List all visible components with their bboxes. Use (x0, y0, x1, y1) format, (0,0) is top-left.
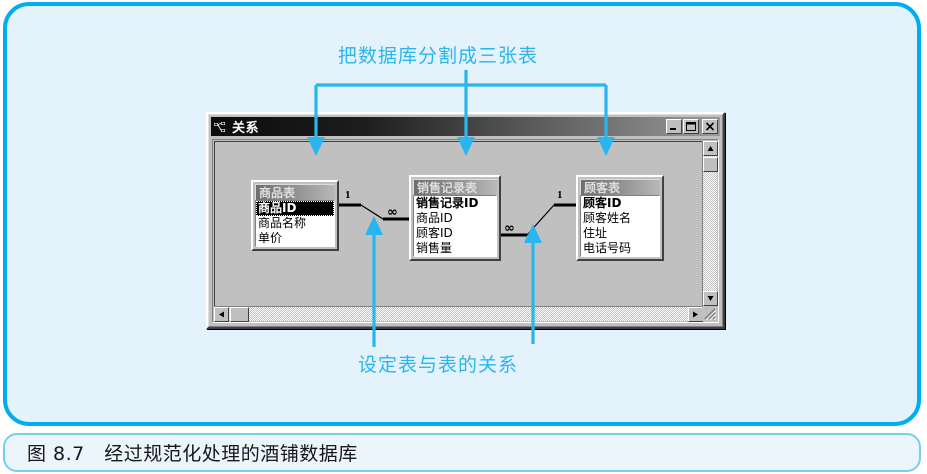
table-title[interactable]: 商品表 (255, 184, 335, 200)
scroll-down-arrow[interactable] (703, 291, 718, 306)
minimize-button[interactable] (666, 119, 682, 134)
field-row[interactable]: 销售记录ID (416, 196, 479, 210)
figure-caption-bar: 图 8.7 经过规范化处理的酒铺数据库 (3, 433, 921, 472)
window-title-bar[interactable]: 关系 (211, 117, 720, 136)
relationships-canvas[interactable]: 1 ∞ ∞ 1 商品表 商品ID 商品名称 单价 销售记录表 销售记录ID 商品… (214, 141, 704, 307)
table-box-sales[interactable]: 销售记录表 销售记录ID 商品ID 顾客ID 销售量 (409, 175, 501, 261)
close-button[interactable] (702, 119, 718, 134)
maximize-button[interactable] (683, 119, 699, 134)
annotation-bottom-label: 设定表与表的关系 (358, 354, 519, 376)
field-row[interactable]: 商品ID (256, 201, 334, 216)
annotation-top-label: 把数据库分割成三张表 (338, 45, 539, 67)
vertical-scrollbar[interactable] (702, 141, 718, 306)
horizontal-scroll-thumb[interactable] (230, 307, 249, 322)
field-row[interactable]: 商品ID (416, 211, 453, 225)
table-field-list: 顾客ID 顾客姓名 住址 电话号码 (580, 195, 660, 257)
table-box-products[interactable]: 商品表 商品ID 商品名称 单价 (251, 180, 339, 251)
table-field-list: 商品ID 商品名称 单价 (255, 200, 335, 247)
relationships-window[interactable]: 关系 (206, 112, 725, 329)
field-row[interactable]: 顾客姓名 (583, 211, 632, 225)
cardinality-many-right: ∞ (504, 221, 515, 236)
cardinality-one-right: 1 (557, 189, 563, 201)
cardinality-many-left: ∞ (387, 205, 398, 220)
relationships-icon (213, 120, 229, 134)
table-title[interactable]: 销售记录表 (413, 179, 497, 195)
table-title[interactable]: 顾客表 (580, 179, 660, 195)
scroll-up-arrow[interactable] (703, 141, 718, 156)
field-row[interactable]: 顾客ID (416, 226, 453, 240)
figure-caption-text: 图 8.7 经过规范化处理的酒铺数据库 (27, 443, 358, 465)
horizontal-scrollbar[interactable] (214, 306, 703, 322)
field-row[interactable]: 商品名称 (258, 216, 307, 230)
window-title-text: 关系 (232, 121, 260, 136)
field-row[interactable]: 销售量 (416, 241, 453, 255)
scroll-right-arrow[interactable] (688, 307, 703, 322)
resize-grip[interactable] (702, 306, 717, 321)
scroll-left-arrow[interactable] (214, 307, 229, 322)
field-row[interactable]: 电话号码 (583, 241, 632, 255)
field-row[interactable]: 住址 (583, 226, 608, 240)
field-row[interactable]: 单价 (258, 231, 283, 245)
table-box-customers[interactable]: 顾客表 顾客ID 顾客姓名 住址 电话号码 (576, 175, 664, 261)
cardinality-one-left: 1 (345, 189, 351, 201)
vertical-scroll-thumb[interactable] (703, 157, 718, 172)
field-row[interactable]: 顾客ID (583, 196, 622, 210)
relationships-client-area: 1 ∞ ∞ 1 商品表 商品ID 商品名称 单价 销售记录表 销售记录ID 商品… (212, 139, 719, 323)
table-field-list: 销售记录ID 商品ID 顾客ID 销售量 (413, 195, 497, 257)
